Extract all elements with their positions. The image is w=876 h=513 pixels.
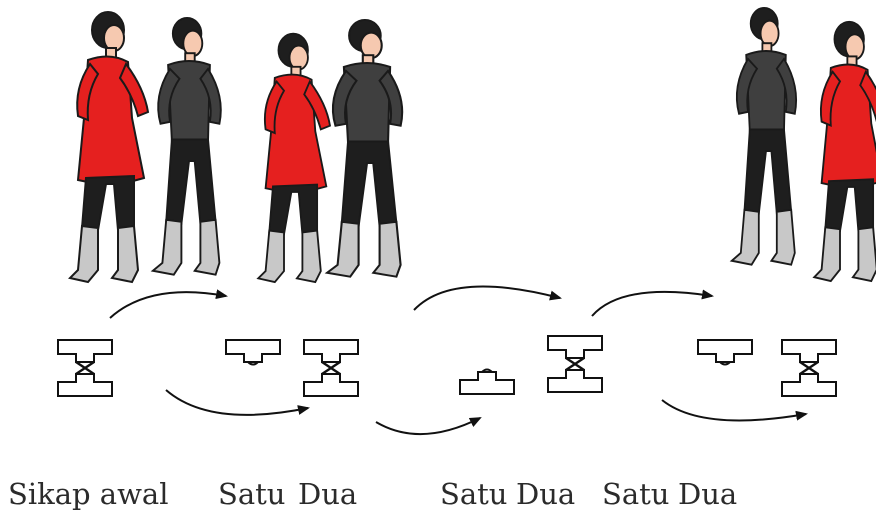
red-dancer-figure — [257, 32, 331, 284]
caption-count-two: Dua — [516, 477, 576, 511]
feet-together-icon — [780, 338, 838, 398]
arrow-step-6-bottom — [661, 399, 808, 422]
caption-count-one: Satu — [440, 477, 508, 511]
caption-count-two: Dua — [298, 477, 358, 511]
arrow-step-5-top — [591, 289, 714, 317]
feet-together-icon — [302, 338, 360, 398]
dark-dancer-figure — [730, 6, 798, 266]
red-dancer-figure — [813, 20, 876, 283]
dark-dancer-figure — [326, 18, 404, 278]
feet-together-icon — [56, 338, 114, 398]
right-foot-step-icon — [459, 368, 515, 395]
arrow-step-4-top — [413, 285, 562, 311]
dancer-pair-end — [730, 6, 876, 283]
left-foot-step-icon — [225, 339, 281, 366]
dancer-pair-middle — [257, 18, 404, 284]
arrow-step-2-bottom — [165, 389, 310, 416]
red-dancer-figure — [69, 11, 149, 283]
left-foot-step-icon — [697, 339, 753, 366]
arrow-step-3-bottom — [375, 417, 482, 436]
dark-dancer-figure — [151, 16, 222, 276]
caption-count-one: Satu — [602, 477, 670, 511]
caption-count-two: Dua — [678, 477, 738, 511]
footstep-row — [56, 334, 838, 398]
feet-together-icon — [546, 334, 604, 394]
arrow-step-1-top — [109, 289, 228, 319]
caption-count-one: Satu — [218, 477, 286, 511]
caption-starting-position: Sikap awal — [8, 477, 169, 511]
dancer-pair-start — [69, 11, 222, 283]
movement-arrows — [109, 285, 808, 436]
